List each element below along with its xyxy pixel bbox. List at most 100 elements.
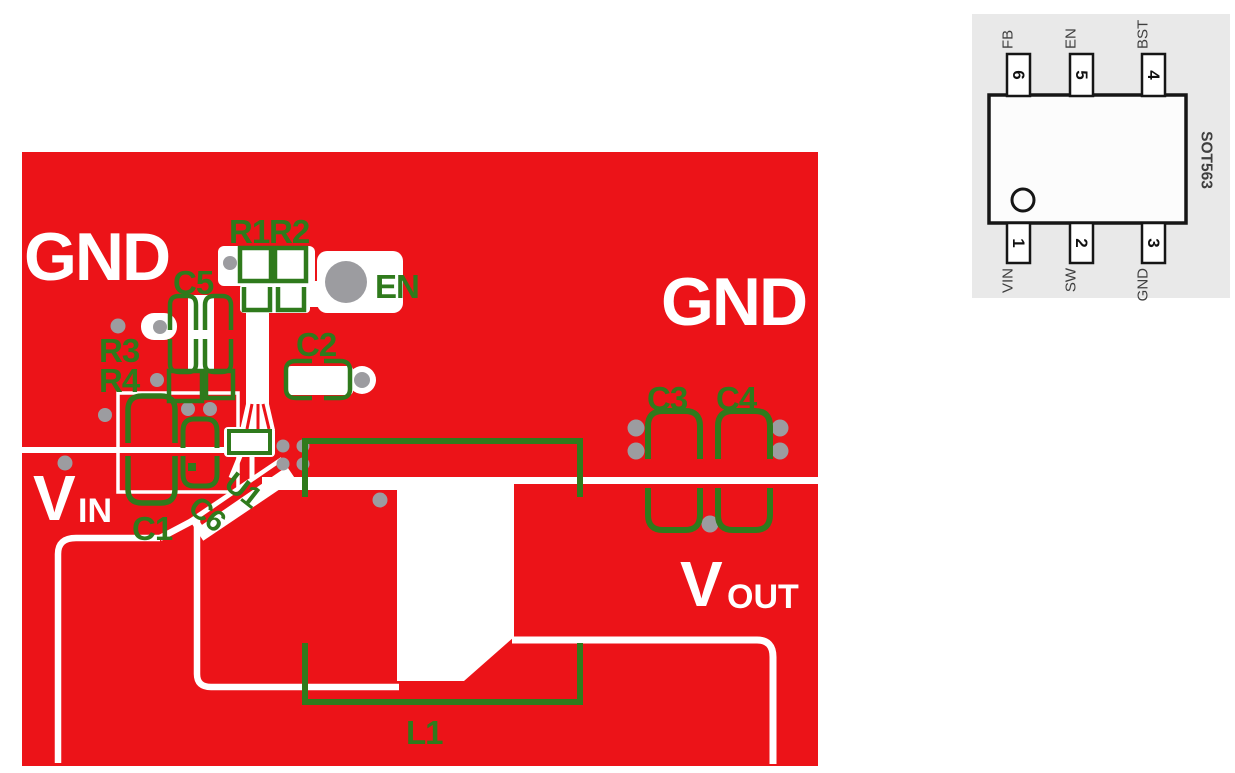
en-via-large	[325, 261, 367, 303]
pin-name-vin: VIN	[1000, 268, 1017, 293]
pin-number-2: 2	[1072, 238, 1091, 247]
silkscreen-outline-c2	[324, 358, 353, 401]
via	[57, 455, 73, 471]
silkscreen-label-r4: R4	[99, 362, 141, 399]
pin-box-1	[1005, 221, 1032, 265]
pin-top-6: 6 FB	[1000, 30, 1032, 98]
clearance-line-right	[510, 477, 818, 484]
via	[771, 419, 789, 437]
package-diagram: 6 FB 5 EN 4 BST 1 VIN 2 SW 3 GND	[972, 14, 1230, 301]
via	[627, 442, 645, 460]
net-label-vin: V	[33, 462, 76, 534]
silkscreen-label-l1: L1	[406, 714, 443, 751]
via	[110, 318, 126, 334]
pin-box-6	[1005, 52, 1032, 98]
silkscreen-label-r3: R3	[99, 332, 140, 369]
silkscreen-label-r1: R1	[229, 213, 270, 250]
pin-name-sw: SW	[1063, 267, 1080, 292]
net-label-gnd-right: GND	[661, 264, 806, 340]
via	[354, 372, 370, 388]
silkscreen-label-c4: C4	[716, 380, 758, 417]
net-labels: GND GND V IN V OUT	[24, 219, 808, 620]
silkscreen-label-r2: R2	[269, 213, 310, 250]
via	[150, 373, 164, 387]
via	[181, 402, 195, 416]
pin-box-2	[1068, 221, 1095, 265]
silkscreen-outline-c4	[715, 488, 773, 533]
trace-diagonal	[198, 460, 288, 525]
pin-number-5: 5	[1072, 70, 1091, 79]
silkscreen-label-c2: C2	[296, 326, 337, 363]
pin-number-3: 3	[1144, 238, 1163, 247]
via	[153, 320, 167, 334]
island-outline-diagonal	[158, 516, 198, 541]
pin-number-6: 6	[1009, 70, 1028, 79]
via	[372, 492, 388, 508]
via	[771, 442, 789, 460]
pcb-layout: R1 R2 C5 EN R3 R4 C2 C1 C6 U1 C3 C4 L1 G…	[22, 152, 818, 766]
pin-bottom-1: 1 VIN	[1000, 221, 1032, 293]
pin-name-gnd: GND	[1135, 268, 1152, 302]
silkscreen-outlines	[125, 245, 773, 705]
pin-number-4: 4	[1144, 70, 1163, 80]
silkscreen-outline-c5	[167, 293, 199, 330]
pin-number-1: 1	[1009, 238, 1028, 247]
net-label-gnd-left: GND	[24, 219, 169, 295]
silkscreen-outline-c3	[645, 488, 703, 533]
silkscreen-outline-u1	[227, 429, 272, 455]
silkscreen-outline-c1	[125, 456, 178, 506]
silkscreen-outline-c4	[715, 408, 773, 459]
via	[203, 402, 217, 416]
pin-name-bst: BST	[1135, 20, 1152, 49]
trace-en	[262, 281, 324, 307]
pin1-marker-circle	[1010, 187, 1036, 213]
silkscreen-outline-c3	[645, 408, 703, 459]
silkscreen-outline-r4b	[203, 368, 236, 401]
pin-box-3	[1140, 221, 1167, 265]
pin-box-4	[1140, 52, 1167, 98]
pin-top-5: 5 EN	[1063, 28, 1095, 98]
silkscreen-label-c3: C3	[647, 380, 688, 417]
silkscreen-outline-c6	[180, 416, 220, 448]
silkscreen-outline-l1	[302, 643, 583, 705]
trace-c5	[188, 295, 214, 373]
pin-name-en: EN	[1063, 28, 1080, 49]
silkscreen-outline-r2	[272, 245, 309, 284]
trace-gap	[261, 403, 271, 430]
trace-c2	[287, 366, 353, 395]
silkscreen-label-c1: C1	[132, 510, 173, 547]
vias	[57, 256, 789, 533]
clearance-line-vin	[22, 447, 238, 453]
silkscreen-outline-c6	[180, 456, 220, 489]
net-label-vout: V	[680, 548, 723, 620]
net-label-vout-sub: OUT	[727, 578, 799, 616]
via	[223, 256, 237, 270]
island-outline-left	[54, 534, 160, 763]
pin-bottom-3: 3 GND	[1135, 221, 1167, 302]
slot-cutout	[397, 477, 514, 681]
pin-top-4: 4 BST	[1135, 20, 1167, 98]
silkscreen-outline-l1	[302, 438, 583, 497]
silkscreen-outline-c1	[125, 393, 178, 443]
package-name-label: SOT563	[1198, 131, 1215, 189]
pad-u1	[224, 427, 275, 457]
via	[276, 439, 290, 453]
pin-bottom-2: 2 SW	[1063, 221, 1095, 292]
silkscreen-outline-c2	[283, 358, 312, 401]
pin-name-fb: FB	[1000, 30, 1017, 49]
trace-u1-stub1	[228, 455, 243, 479]
silkscreen-dot	[188, 463, 196, 471]
silkscreen-label-en: EN	[375, 268, 419, 305]
pin-box-5	[1068, 52, 1095, 98]
trace-center	[246, 300, 269, 404]
via	[276, 457, 290, 471]
silkscreen-outline-pad	[241, 287, 273, 313]
silkscreen-outline-r4	[166, 368, 205, 404]
silkscreen-label-c5: C5	[173, 264, 214, 301]
net-label-vin-sub: IN	[78, 492, 112, 530]
silkscreen-outline-r1	[237, 245, 274, 284]
via	[627, 419, 645, 437]
silkscreen-outline-r3	[202, 293, 234, 330]
